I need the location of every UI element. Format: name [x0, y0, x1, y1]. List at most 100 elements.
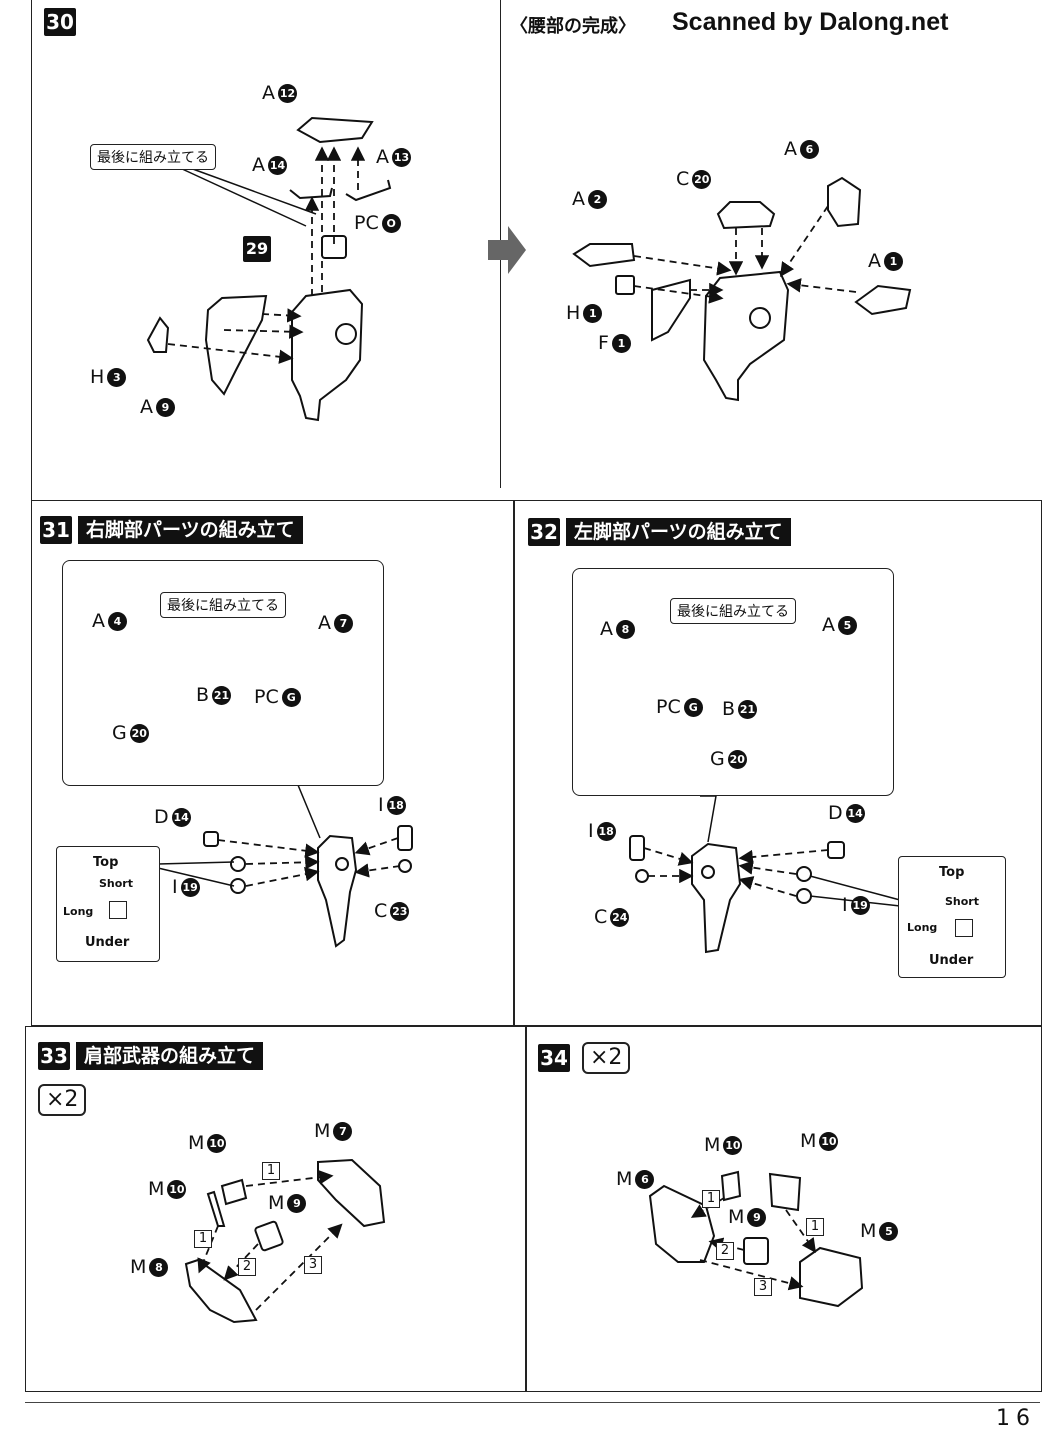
- part-d14-2: [827, 841, 845, 859]
- order-box: 1: [194, 1230, 212, 1248]
- part-number: 10: [167, 1179, 187, 1199]
- part-m9: [254, 1220, 284, 1252]
- part-number: G: [281, 687, 301, 707]
- part-letter: PC: [656, 696, 681, 718]
- part-letter: H: [90, 366, 105, 388]
- part-number: 7: [334, 613, 353, 633]
- part-letter: M: [314, 1120, 331, 1142]
- part-a12: [296, 116, 374, 144]
- part-number: 14: [171, 807, 191, 827]
- part-letter: C: [594, 906, 608, 928]
- part-letter: PC: [354, 212, 379, 234]
- part-number: 9: [747, 1207, 767, 1227]
- part-number: 10: [819, 1131, 839, 1151]
- part-number: 10: [207, 1133, 227, 1153]
- part-letter: A: [140, 396, 153, 418]
- part-number: 21: [738, 699, 758, 719]
- callout-assemble-last: 最後に組み立てる: [670, 598, 796, 624]
- orientation-peg-icon: [955, 919, 973, 937]
- part-letter: F: [598, 332, 609, 354]
- part-number: 24: [610, 907, 630, 927]
- orientation-long: Long: [907, 921, 938, 934]
- order-box: 1: [262, 1162, 280, 1180]
- part-letter: C: [676, 168, 690, 190]
- callout-assemble-last: 最後に組み立てる: [160, 592, 286, 618]
- part-letter: M: [130, 1256, 147, 1278]
- multiplier-badge: ×2: [38, 1084, 87, 1116]
- part-letter: B: [196, 684, 210, 706]
- part-pc-o: [321, 235, 347, 259]
- part-letter: M: [728, 1206, 745, 1228]
- part-letter: D: [154, 806, 169, 828]
- part-number: 9: [287, 1193, 307, 1213]
- waist-complete-heading: 〈腰部の完成〉: [510, 16, 636, 37]
- part-letter: I: [378, 794, 384, 816]
- step-31-frame: [31, 500, 515, 1026]
- order-box: 3: [304, 1256, 322, 1274]
- part-i19a: [230, 856, 246, 872]
- part-letter: M: [800, 1130, 817, 1152]
- step-31-number: 31: [40, 516, 72, 544]
- part-letter: D: [828, 802, 843, 824]
- orientation-guide: Top Short Long Under: [56, 846, 160, 962]
- part-number: 12: [278, 83, 297, 103]
- callout-assemble-last: 最後に組み立てる: [90, 144, 216, 170]
- part-letter: I: [588, 820, 594, 842]
- page-number: 16: [996, 1406, 1036, 1431]
- part-number: 10: [723, 1135, 743, 1155]
- leg-right-assembly: [317, 834, 358, 948]
- order-box: 2: [716, 1242, 734, 1260]
- part-a14: [289, 187, 333, 200]
- order-box: 1: [702, 1190, 720, 1208]
- part-m10-c: [720, 1170, 742, 1202]
- part-number: 21: [212, 685, 232, 705]
- part-number: 14: [845, 803, 865, 823]
- part-number: 1: [583, 303, 603, 323]
- part-letter: I: [172, 876, 178, 898]
- step-34-number: 34: [538, 1044, 570, 1072]
- part-a13: [345, 179, 392, 202]
- part-number: 19: [850, 895, 870, 915]
- part-number: 20: [129, 723, 149, 743]
- part-letter: A: [822, 614, 835, 636]
- part-number: 1: [611, 333, 631, 353]
- part-number: 18: [596, 821, 616, 841]
- orientation-under: Under: [929, 953, 974, 968]
- part-m9-2: [743, 1237, 769, 1265]
- part-number: 18: [386, 795, 406, 815]
- part-m7: [317, 1158, 386, 1228]
- part-i19a-2: [796, 866, 812, 882]
- orientation-top: Top: [93, 855, 119, 870]
- part-letter: A: [572, 188, 585, 210]
- part-a6: [827, 176, 862, 228]
- part-letter: A: [868, 250, 881, 272]
- part-letter: A: [262, 82, 275, 104]
- part-number: 23: [390, 901, 410, 921]
- part-letter: M: [188, 1132, 205, 1154]
- part-number: 3: [107, 367, 127, 387]
- part-h1: [615, 275, 635, 295]
- part-number: 4: [108, 611, 127, 631]
- part-number: 8: [149, 1257, 169, 1277]
- part-number: 1: [884, 251, 903, 271]
- part-letter: PC: [254, 686, 279, 708]
- part-i18-2: [629, 835, 645, 861]
- part-i19b-2: [796, 888, 812, 904]
